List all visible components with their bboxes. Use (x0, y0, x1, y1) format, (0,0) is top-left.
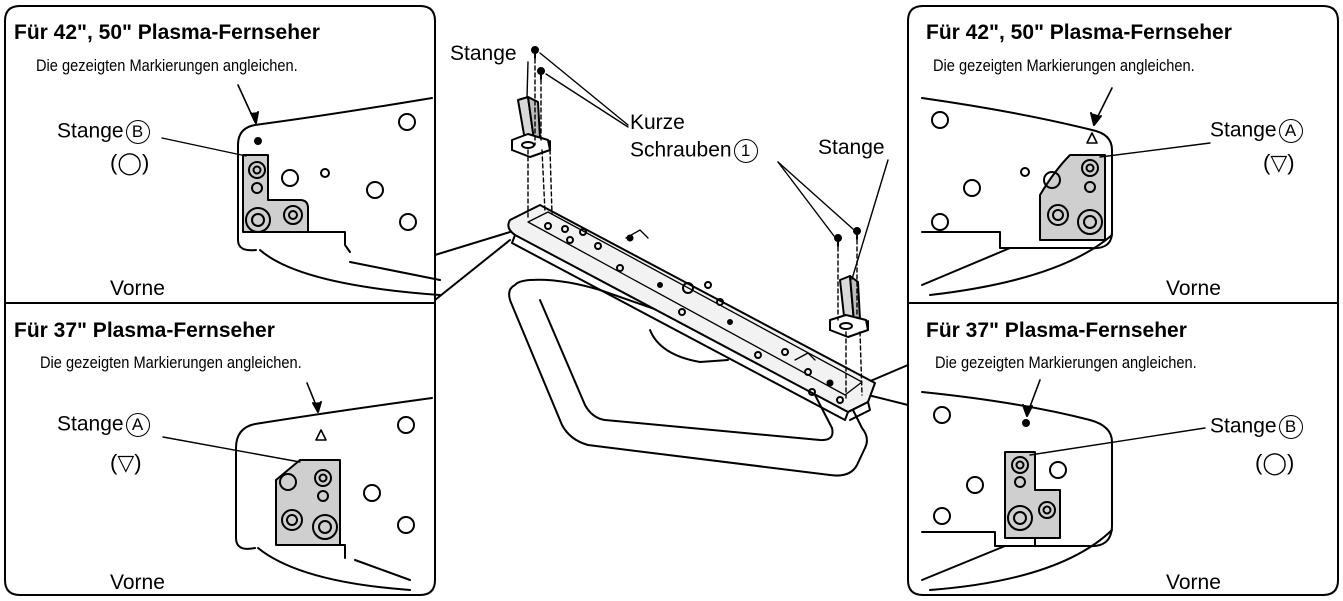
top-right-base-detail (921, 87, 1211, 296)
stand-plate (507, 204, 876, 421)
short-screw-right-2 (853, 227, 861, 240)
bottom-left-base-detail (162, 382, 433, 591)
bottom-left-bracket (275, 459, 341, 546)
part-letter-badge: A (1278, 119, 1303, 143)
pole-label-center-left: Stange (450, 42, 517, 65)
marker-symbol-top-left: (◯) (110, 150, 150, 175)
top-right-bracket (1039, 154, 1106, 241)
marker-symbol-bottom-right: (◯) (1255, 450, 1295, 475)
right-panel-frame (907, 5, 1339, 596)
panel-title-top-left: Für 42", 50" Plasma-Fernseher (14, 21, 320, 44)
short-screw-left-2 (537, 67, 545, 80)
marker-symbol-top-right: (▽) (1263, 150, 1295, 175)
instruction-bottom-left: Die gezeigten Markierungen angleichen. (40, 353, 302, 372)
front-label-top-right: Vorne (1166, 277, 1221, 300)
instruction-top-right: Die gezeigten Markierungen angleichen. (933, 56, 1195, 75)
screw-number-badge: 1 (733, 139, 758, 163)
marker-symbol-bottom-left: (▽) (110, 450, 142, 475)
short-screw-left-1 (531, 46, 539, 59)
part-letter-badge: A (125, 413, 150, 437)
top-left-base-detail (161, 84, 441, 296)
front-label-bottom-left: Vorne (110, 571, 165, 594)
screws-label-line1: Kurze (630, 111, 685, 134)
instruction-bottom-right: Die gezeigten Markierungen angleichen. (935, 353, 1197, 372)
short-screw-right-1 (834, 234, 842, 247)
panel-title-top-right: Für 42", 50" Plasma-Fernseher (926, 21, 1232, 44)
panel-title-bottom-right: Für 37" Plasma-Fernseher (926, 319, 1187, 342)
front-label-top-left: Vorne (110, 277, 165, 300)
bottom-right-base-detail (921, 379, 1206, 591)
left-panel-frame (4, 5, 436, 596)
stand-pole-left (511, 51, 553, 219)
panel-title-bottom-left: Für 37" Plasma-Fernseher (14, 319, 275, 342)
stand-base (508, 278, 868, 477)
part-letter-badge: B (1278, 415, 1303, 439)
front-label-bottom-right: Vorne (1166, 571, 1221, 594)
stand-pole-right (829, 232, 869, 399)
pole-label-center-right: Stange (818, 136, 885, 159)
top-left-bracket (242, 154, 309, 233)
instruction-top-left: Die gezeigten Markierungen angleichen. (36, 56, 298, 75)
part-letter-badge: B (125, 120, 150, 144)
